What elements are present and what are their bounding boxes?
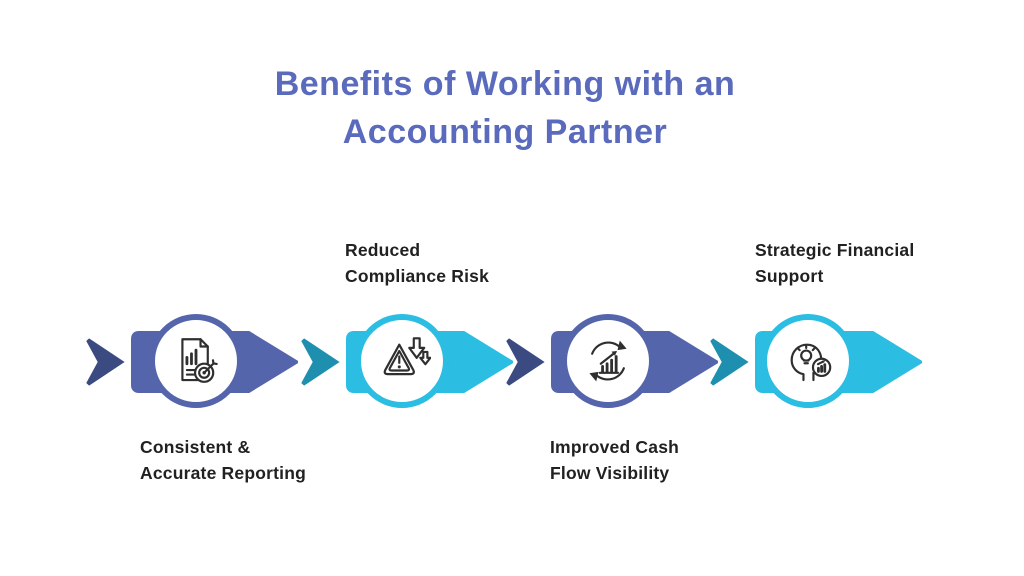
step-2-icon-circle [355, 314, 449, 408]
step-4-label-line2: Support [755, 266, 824, 286]
step-4-label-line1: Strategic Financial [755, 240, 915, 260]
step-2-label-line2: Compliance Risk [345, 266, 490, 286]
step-2-label: Reduced Compliance Risk [345, 237, 489, 289]
step-1-label-line1: Consistent & [140, 437, 251, 457]
step-1-icon-circle [149, 314, 243, 408]
risk-warning-decrease-icon [383, 337, 431, 376]
step-1-label-line2: Accurate Reporting [140, 463, 306, 483]
step-1-label: Consistent & Accurate Reporting [140, 434, 306, 486]
report-with-target-icon [181, 338, 218, 383]
page-title: Benefits of Working with an Accounting P… [0, 60, 1010, 156]
arrow-tail-chevron [86, 338, 125, 386]
page-title-line1: Benefits of Working with an [274, 65, 736, 103]
arrow-tail-chevron [301, 338, 340, 386]
strategic-mind-idea-chart-icon [790, 343, 832, 382]
step-4-icon-circle [761, 314, 855, 408]
arrow-tail-chevron [506, 338, 545, 386]
arrow-tail-chevron [710, 338, 749, 386]
step-3-label: Improved Cash Flow Visibility [550, 434, 679, 486]
step-3-label-line2: Flow Visibility [550, 463, 670, 483]
step-3-label-line1: Improved Cash [550, 437, 680, 457]
cash-flow-cycle-chart-icon [589, 340, 627, 382]
step-2-label-line1: Reduced [345, 240, 421, 260]
step-4-label: Strategic Financial Support [755, 237, 914, 289]
step-3-icon-circle [561, 314, 655, 408]
page-title-line2: Accounting Partner [342, 113, 668, 151]
